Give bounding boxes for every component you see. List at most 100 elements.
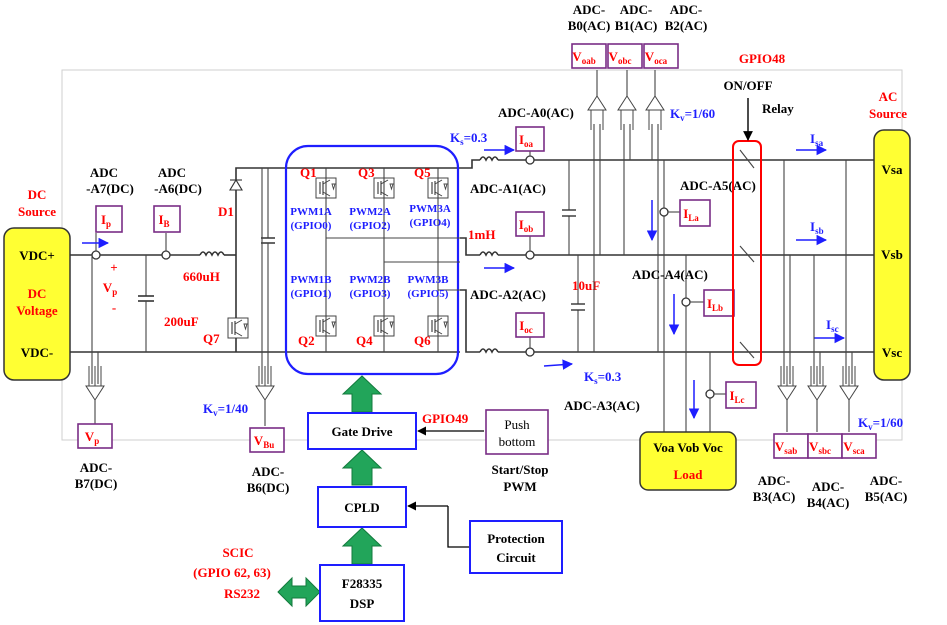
adc-a3-label: ADC-A3(AC)	[564, 398, 640, 413]
dc-source-label-2: Source	[18, 204, 56, 219]
dc-capacitor-label: 200uF	[164, 314, 199, 329]
vp-sensor-box	[77, 423, 113, 449]
start-stop-label-1: Start/Stop	[491, 462, 548, 477]
cpld-label: CPLD	[344, 500, 379, 515]
scic-label-2: (GPIO 62, 63)	[193, 565, 271, 580]
adc-b3-label-1: ADC-	[758, 473, 791, 488]
dsp-label-2: DSP	[350, 596, 375, 611]
pwm3b-gpio: (GPIO5)	[408, 288, 449, 300]
ac-source-label-1: AC	[879, 89, 898, 104]
inverter-bridge-box	[284, 144, 460, 376]
ioa-sensor-box	[515, 126, 545, 152]
phase-c-line	[479, 348, 874, 354]
dc-inductor	[199, 251, 225, 257]
protection-label-1: Protection	[487, 531, 545, 546]
vobc-sensor-box	[607, 43, 643, 69]
ac-capacitor-label: 10uF	[572, 278, 600, 293]
ila-sensor-box	[679, 199, 711, 227]
vobc-amplifier	[617, 95, 637, 131]
voab-sensor-box	[571, 43, 607, 69]
adc-b6-label-2: B6(DC)	[247, 480, 290, 495]
ilb-label: ILb	[707, 296, 723, 313]
ac-inductor-label: 1mH	[468, 227, 495, 242]
vdc-minus-label: VDC-	[21, 345, 54, 360]
vbu-label: VBu	[254, 433, 274, 450]
pwm1a-gpio: (GPIO0)	[291, 220, 332, 232]
vsc-label: Vsc	[882, 345, 902, 360]
vsca-amplifier	[839, 365, 859, 401]
vsca-label: Vsca	[843, 439, 865, 456]
adc-b5-label-2: B5(AC)	[865, 489, 908, 504]
pwm3a-gpio: (GPIO4)	[410, 217, 451, 229]
ib-sensor-label: IB	[158, 212, 169, 229]
voab-amplifier	[587, 95, 607, 131]
adc-a4-label: ADC-A4(AC)	[632, 267, 708, 282]
protection-circuit-block	[469, 520, 563, 574]
adc-b0-label-1: ADC-	[573, 2, 606, 17]
pwm3a-label: PWM3A	[409, 203, 451, 215]
voca-sensor-box	[643, 43, 679, 69]
adc-a7-label-2: -A7(DC)	[86, 181, 134, 196]
dc-inductor-label: 660uH	[183, 269, 220, 284]
adc-b6-label-1: ADC-	[252, 464, 285, 479]
isb-label: Isb	[810, 219, 824, 236]
dc-voltage-label-1: DC	[28, 286, 47, 301]
rs232-label: RS232	[224, 586, 260, 601]
vsbc-amplifier	[807, 365, 827, 401]
vsab-amplifier	[777, 365, 797, 401]
vp-amplifier	[85, 365, 105, 401]
q5-label: Q5	[414, 165, 431, 180]
relay-gpio-label: GPIO48	[739, 51, 786, 66]
vp-sensor-label: Vp	[85, 429, 99, 446]
kv-top-label: Kv=1/60	[670, 106, 715, 123]
adc-b7-label-1: ADC-	[80, 460, 113, 475]
gate-drive-block	[307, 412, 417, 450]
vbu-amplifier	[255, 365, 275, 401]
adc-b1-label-1: ADC-	[620, 2, 653, 17]
gpio49-label: GPIO49	[422, 411, 469, 426]
adc-b1-label-2: B1(AC)	[615, 18, 658, 33]
dc-source-label-1: DC	[28, 187, 47, 202]
vsb-label: Vsb	[881, 247, 903, 262]
pwm1b-label: PWM1B	[291, 274, 333, 286]
q7-label: Q7	[203, 331, 220, 346]
adc-a6-label-1: ADC	[158, 165, 186, 180]
vsbc-sensor-box	[807, 433, 843, 459]
pwm1a-label: PWM1A	[290, 206, 332, 218]
relay-label: Relay	[762, 101, 794, 116]
dc-voltage-label-2: Voltage	[16, 303, 58, 318]
ilc-label: ILc	[729, 388, 744, 405]
push-button-label-2: bottom	[499, 434, 536, 449]
adc-b3-label-2: B3(AC)	[753, 489, 796, 504]
adc-b4-label-2: B4(AC)	[807, 495, 850, 510]
cpld-block	[317, 486, 407, 528]
relay-box	[732, 140, 762, 366]
ks-bottom-label: Ks=0.3	[584, 369, 622, 386]
gate-to-inverter-arrow	[341, 375, 383, 413]
vp-plus: +	[110, 260, 117, 275]
ioc-label: Ioc	[519, 318, 533, 335]
push-button[interactable]	[485, 409, 549, 455]
phase-b-line	[479, 251, 874, 257]
ila-label: ILa	[683, 206, 699, 223]
ioc-sensor-box	[515, 312, 545, 338]
q7-switch	[227, 317, 249, 339]
adc-a5-label: ADC-A5(AC)	[680, 178, 756, 193]
iob-sensor-box	[515, 211, 545, 237]
ib-sensor-box	[153, 205, 181, 233]
cpld-to-gate-arrow	[341, 449, 383, 486]
vsab-label: Vsab	[775, 439, 797, 456]
relay-onoff-label: ON/OFF	[723, 78, 772, 93]
dsp-label-1: F28335	[342, 576, 383, 591]
start-stop-label-2: PWM	[503, 479, 536, 494]
gate-drive-label: Gate Drive	[331, 424, 392, 439]
vdc-plus-label: VDC+	[19, 248, 55, 263]
d1-label: D1	[218, 204, 234, 219]
isc-label: Isc	[826, 317, 839, 334]
adc-a1-label: ADC-A1(AC)	[470, 181, 546, 196]
vp-minus: -	[112, 300, 116, 315]
vp-label: Vp	[103, 280, 117, 297]
pwm1b-gpio: (GPIO1)	[291, 288, 332, 300]
pwm3b-label: PWM3B	[408, 274, 450, 286]
